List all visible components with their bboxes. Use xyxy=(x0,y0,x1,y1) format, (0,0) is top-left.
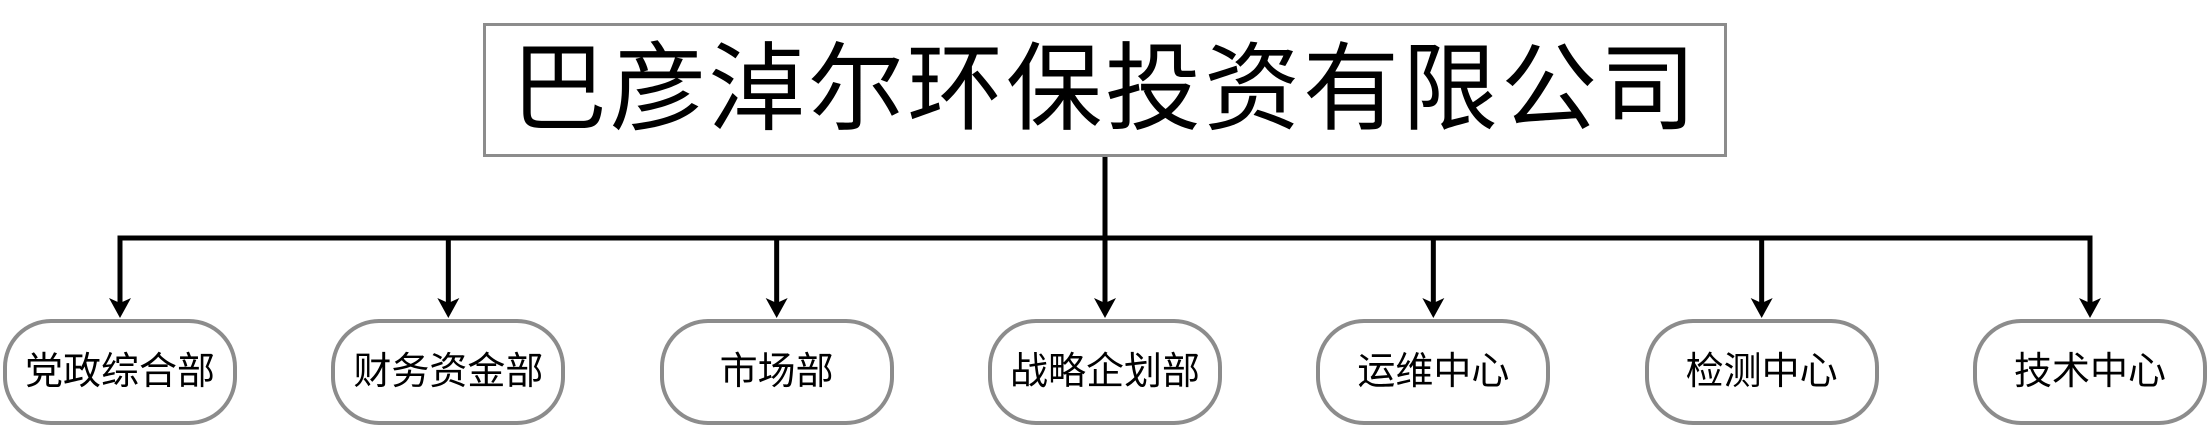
arrowhead-icon xyxy=(109,298,131,318)
department-label: 战略企划部 xyxy=(1009,351,1200,393)
arrowhead-icon xyxy=(437,298,460,318)
department-box: 党政综合部 xyxy=(3,319,237,425)
department-label: 市场部 xyxy=(719,351,834,393)
department-box: 财务资金部 xyxy=(331,319,566,425)
department-box: 市场部 xyxy=(659,319,894,425)
department-box: 检测中心 xyxy=(1644,319,1879,425)
department-label: 检测中心 xyxy=(1685,351,1838,393)
arrowhead-icon xyxy=(1094,298,1116,318)
department-box: 运维中心 xyxy=(1316,319,1551,425)
department-label: 财务资金部 xyxy=(353,351,544,393)
org-root-box: 巴彦淖尔环保投资有限公司 xyxy=(483,23,1727,157)
arrowhead-icon xyxy=(1422,298,1445,318)
department-box: 战略企划部 xyxy=(988,319,1222,425)
org-root-label: 巴彦淖尔环保投资有限公司 xyxy=(511,36,1699,143)
department-label: 技术中心 xyxy=(2013,351,2166,393)
department-box: 技术中心 xyxy=(1973,319,2207,425)
arrowhead-icon xyxy=(1750,298,1773,318)
arrowhead-icon xyxy=(765,298,788,318)
department-label: 运维中心 xyxy=(1357,351,1510,393)
department-label: 党政综合部 xyxy=(24,351,215,393)
arrowhead-icon xyxy=(2079,298,2101,318)
